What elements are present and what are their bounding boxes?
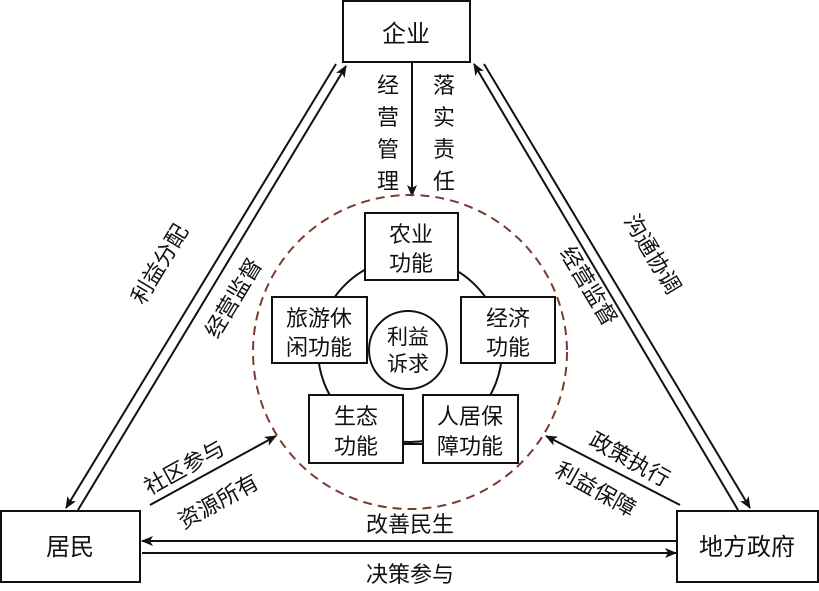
- node-government: 地方政府: [676, 510, 819, 583]
- label-line: 功能: [486, 336, 530, 361]
- label-line: 障功能: [437, 435, 503, 460]
- label-char: 管: [377, 138, 399, 163]
- function-tourism: 旅游休 闲功能: [271, 296, 368, 364]
- node-enterprise: 企业: [342, 0, 471, 63]
- label-char: 实: [433, 106, 455, 131]
- label-operation-management: 经 营 管 理: [377, 74, 399, 195]
- function-ecology: 生态 功能: [308, 394, 404, 464]
- label-line: 功能: [389, 252, 433, 277]
- function-agriculture: 农业 功能: [364, 212, 459, 281]
- label-char: 理: [377, 170, 399, 195]
- label-line: 利益: [387, 325, 429, 349]
- residents-label: 居民: [46, 533, 94, 561]
- label-char: 任: [433, 170, 455, 195]
- arrow-residents-to-enterprise: [77, 65, 347, 511]
- label-line: 闲功能: [286, 336, 352, 361]
- label-char: 责: [433, 138, 455, 163]
- label-line: 旅游休: [286, 307, 352, 332]
- function-housing: 人居保 障功能: [422, 394, 519, 464]
- label-implement-responsibility: 落 实 责 任: [433, 74, 455, 195]
- label-line: 人居保: [437, 405, 503, 430]
- arrow-government-to-center: [545, 435, 681, 506]
- label-char: 落: [433, 74, 455, 99]
- label-line: 生态: [334, 405, 378, 430]
- label-line: 诉求: [387, 352, 429, 376]
- arrow-residents-to-center: [149, 435, 277, 506]
- label-decision-participation: 决策参与: [366, 563, 454, 588]
- enterprise-label: 企业: [382, 20, 430, 48]
- label-communication-coordination: 沟通协调: [618, 210, 685, 298]
- label-improve-livelihood: 改善民生: [366, 513, 454, 538]
- label-line: 农业: [389, 223, 433, 248]
- node-residents: 居民: [0, 510, 141, 583]
- interest-boundary-circle: [252, 194, 568, 510]
- label-char: 营: [377, 106, 399, 131]
- arrow-enterprise-to-government: [483, 63, 751, 509]
- government-label: 地方政府: [699, 533, 795, 561]
- label-line: 功能: [334, 435, 378, 460]
- function-economy: 经济 功能: [460, 296, 556, 364]
- label-benefit-distribution: 利益分配: [127, 220, 194, 308]
- arrow-enterprise-to-residents: [65, 63, 337, 509]
- label-char: 经: [377, 74, 399, 99]
- arrow-government-to-enterprise: [473, 63, 739, 511]
- label-line: 经济: [486, 307, 530, 332]
- center-interest-demand: 利益 诉求: [368, 310, 448, 390]
